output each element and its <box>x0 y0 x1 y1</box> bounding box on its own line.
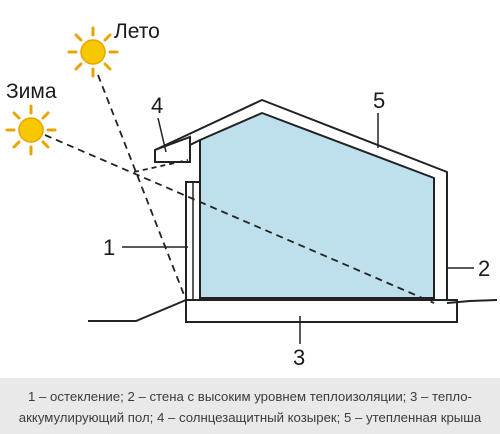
heat-storage-floor <box>185 299 458 323</box>
summer-sun-ray <box>97 74 187 301</box>
label-5: 5 <box>373 88 385 113</box>
ground-line <box>88 299 187 322</box>
label-4: 4 <box>151 93 163 118</box>
label-summer: Лето <box>114 20 160 43</box>
sun-visor <box>154 135 191 163</box>
house-interior <box>199 110 435 299</box>
leader-4 <box>157 117 167 153</box>
visor-shade-ray <box>133 159 189 173</box>
label-1: 1 <box>103 235 115 260</box>
label-2: 2 <box>478 256 490 281</box>
caption-line-1: 1 – остекление; 2 – стена с высоким уров… <box>28 389 472 404</box>
ground-line-right <box>446 299 498 304</box>
legend-caption: 1 – остекление; 2 – стена с высоким уров… <box>0 378 500 434</box>
label-winter: Зима <box>6 80 57 103</box>
passive-solar-house-diagram: Лето Зима 4 5 1 2 3 <box>5 20 498 370</box>
sun-icon-winter <box>5 104 57 156</box>
winter-sun-ray <box>44 134 435 304</box>
sun-icon-summer <box>67 26 119 78</box>
label-3: 3 <box>293 345 305 370</box>
caption-line-2: аккумулирующий пол; 4 – солнцезащитный к… <box>18 410 482 425</box>
